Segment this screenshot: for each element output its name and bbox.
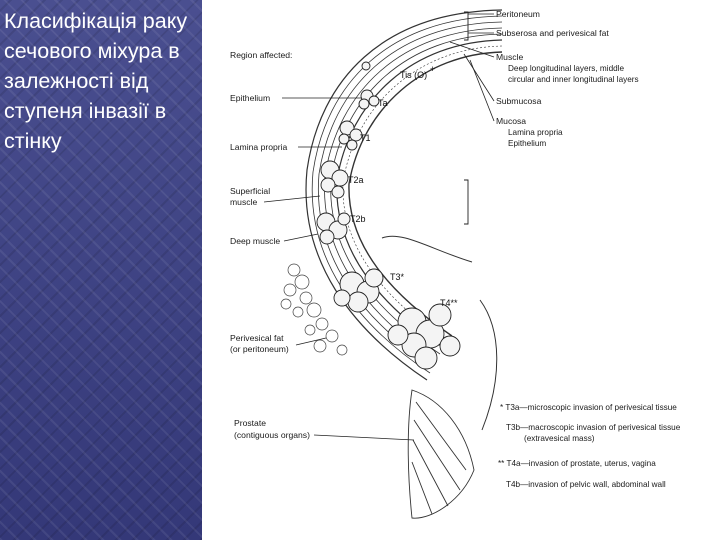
stage-t2b: T2b [350,214,366,224]
label-perivesical-fat-1: Perivesical fat [230,333,284,343]
footnote-t3a: * T3a—microscopic invasion of perivesica… [500,403,677,412]
label-deep-muscle: Deep muscle [230,236,280,246]
stage-ta: Ta [378,98,388,108]
label-lamina-propria: Lamina propria [230,142,288,152]
label-region-affected: Region affected: [230,50,292,60]
stage-t3: T3* [390,272,405,282]
footnote-t3b-1: T3b—macroscopic invasion of perivesical … [506,423,681,432]
label-mucosa: Mucosa [496,116,526,126]
label-superficial-muscle-2: muscle [230,197,257,207]
prostate [408,390,474,518]
label-epithelium: Epithelium [230,93,270,103]
stage-t4: T4** [440,298,458,308]
label-mucosa-lamina-propria: Lamina propria [508,128,563,137]
label-submucosa: Submucosa [496,96,542,106]
footnote-t4a: ** T4a—invasion of prostate, uterus, vag… [498,459,656,468]
slide-title: Класифікація раку сечового міхура в зале… [4,6,200,156]
leader-superficial-muscle [264,196,320,202]
leader-mucosa [470,60,494,121]
perivesical-fat [281,264,347,355]
tumor-tis [362,62,370,70]
tumor-t3 [334,269,383,312]
leader-perivesical-fat [296,338,326,345]
footnote-t4b: T4b—invasion of pelvic wall, abdominal w… [506,480,666,489]
label-mucosa-epithelium: Epithelium [508,139,546,148]
bladder-lumen-fold [382,236,472,262]
label-peritoneum: Peritoneum [496,9,540,19]
stage-t1: T1 [360,133,371,143]
leader-prostate [314,435,414,440]
pelvic-wall [480,300,497,430]
label-muscle-detail-2: circular and inner longitudinal layers [508,75,639,84]
diagram-area: Region affected: Epithelium Lamina propr… [202,0,720,540]
stage-t2a: T2a [348,175,364,185]
label-superficial-muscle-1: Superficial [230,186,270,196]
label-perivesical-fat-2: (or peritoneum) [230,344,289,354]
label-prostate-1: Prostate [234,418,266,428]
leader-submucosa [464,54,494,101]
label-muscle: Muscle [496,52,523,62]
footnote-t3b-2: (extravesical mass) [524,434,595,443]
tumor-t2b [317,213,350,244]
bladder-wall-staging-diagram: Region affected: Epithelium Lamina propr… [202,0,720,540]
slide-side-panel: Класифікація раку сечового міхура в зале… [0,0,202,540]
label-prostate-2: (contiguous organs) [234,430,310,440]
label-subserosa: Subserosa and perivesical fat [496,28,609,38]
label-muscle-detail-1: Deep longitudinal layers, middle [508,64,625,73]
tumor-t2a [321,161,348,198]
stage-tis: Tis (O) [400,70,427,80]
stage-tis-mark: + [430,64,435,74]
tumor-t1 [339,121,362,150]
